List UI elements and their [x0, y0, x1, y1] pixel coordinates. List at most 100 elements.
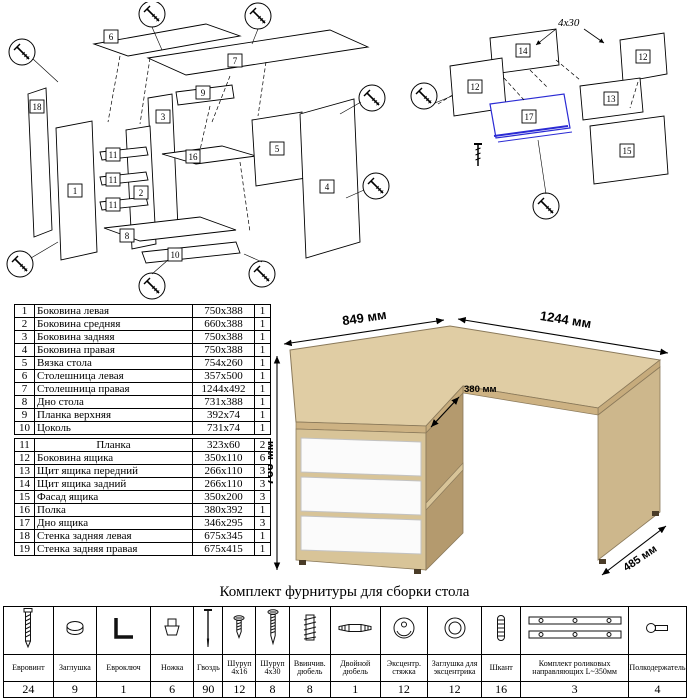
- screw-callout-icon: [248, 260, 276, 288]
- screw-callout-icon: [6, 250, 34, 278]
- part-size: 357x500: [192, 369, 255, 383]
- svg-text:16: 16: [189, 152, 199, 162]
- part-name: Боковина ящика: [34, 451, 193, 465]
- part-name: Дно стола: [34, 395, 193, 409]
- part-label: 18: [29, 99, 45, 114]
- part-num: 4: [14, 343, 35, 357]
- hardware-qty: 1: [96, 681, 151, 698]
- hardware-name: Шуруп 4х30: [255, 654, 290, 682]
- svg-text:14: 14: [519, 46, 529, 56]
- drawer-front-1: [300, 437, 422, 477]
- svg-text:6: 6: [109, 32, 114, 42]
- dimension-380: 380 мм: [430, 384, 497, 428]
- part-shape-right-side-4: [299, 98, 361, 259]
- part-name: Столешница левая: [34, 369, 193, 383]
- screw-large-icon: [267, 609, 278, 646]
- hardware-name: Эксцентр. стяжка: [379, 654, 429, 682]
- part-num: 18: [14, 529, 35, 543]
- svg-text:10: 10: [171, 250, 181, 260]
- hardware-qty: 90: [193, 681, 224, 698]
- part-label: 8: [119, 228, 135, 243]
- part-name: Планка верхняя: [34, 408, 193, 422]
- screw-callout-icon: [358, 84, 386, 112]
- hardware-qty: 1: [329, 681, 381, 698]
- part-num: 17: [14, 516, 35, 530]
- part-label: 17: [521, 109, 537, 124]
- part-name: Боковина правая: [34, 343, 193, 357]
- drawer-slides-icon: [528, 616, 622, 639]
- dimension-label: 1244 мм: [539, 308, 592, 331]
- svg-text:4: 4: [325, 182, 330, 192]
- svg-text:18: 18: [33, 102, 43, 112]
- right-side-panel: [597, 366, 661, 561]
- part-num: 14: [14, 477, 35, 491]
- hardware-qty: 16: [481, 681, 522, 698]
- hardware-icon-cell: [481, 606, 522, 655]
- drawer-front-3: [300, 515, 422, 555]
- part-size: 323x60: [192, 438, 255, 452]
- part-shape-back-left-18: [27, 87, 53, 238]
- hardware-icon-cell: [222, 606, 257, 655]
- screw-callout-icon: [138, 272, 166, 300]
- part-shape-top-left-6: [92, 23, 242, 57]
- hardware-name: Ввинчив. дюбель: [288, 654, 331, 682]
- svg-text:2: 2: [139, 188, 144, 198]
- hardware-name-row: Евровинт Заглушка Евроключ Ножка Гвоздь …: [3, 654, 688, 682]
- svg-text:11: 11: [109, 150, 118, 160]
- hardware-icon-cell: [379, 606, 429, 655]
- part-name: Стенка задняя правая: [34, 542, 193, 556]
- part-label: 12: [635, 49, 651, 64]
- svg-text:1: 1: [73, 186, 78, 196]
- part-size: 660x388: [192, 317, 255, 331]
- part-num: 16: [14, 503, 35, 517]
- hardware-qty: 24: [3, 681, 54, 698]
- part-label: 3: [155, 109, 171, 124]
- part-label: 7: [227, 53, 243, 68]
- part-label: 9: [195, 85, 211, 100]
- hardware-qty: 4: [627, 681, 688, 698]
- part-size: 754x260: [192, 356, 255, 370]
- hardware-icon-cell: [193, 606, 224, 655]
- shelf-pin-icon: [646, 623, 669, 633]
- part-qty: 1: [254, 542, 271, 556]
- part-num: 5: [14, 356, 35, 370]
- hardware-name: Евровинт: [3, 654, 54, 682]
- dimension-label: 380 мм: [464, 384, 497, 395]
- svg-text:12: 12: [639, 52, 648, 62]
- hardware-table: Евровинт Заглушка Евроключ Ножка Гвоздь …: [3, 606, 688, 698]
- dimension-label: 766 мм: [268, 441, 276, 486]
- part-size: 266x110: [192, 464, 255, 478]
- hardware-qty: 8: [255, 681, 290, 698]
- part-name: Боковина левая: [34, 304, 193, 318]
- part-name: Полка: [34, 503, 193, 517]
- hardware-name: Шкант: [481, 654, 522, 682]
- hardware-qty-row: 24 9 1 6 90 12 8 8 1 12 12 16 3 4: [3, 681, 688, 698]
- part-num: 15: [14, 490, 35, 504]
- part-name: Боковина задняя: [34, 330, 193, 344]
- screw-callout-icon: [532, 192, 560, 220]
- hardware-name: Двойной дюбель: [329, 654, 381, 682]
- part-size: 731x388: [192, 395, 255, 409]
- hardware-name: Шуруп 4х16: [222, 654, 257, 682]
- screw-icon: [474, 143, 482, 166]
- assembly-guide-lines: [437, 59, 639, 109]
- part-num: 10: [14, 421, 35, 435]
- part-label: 5: [269, 141, 285, 156]
- part-label: 6: [103, 29, 119, 44]
- foot-icon: [164, 618, 180, 636]
- euro-screw-icon: [23, 608, 33, 649]
- part-size: 750x388: [192, 304, 255, 318]
- part-label: 16: [185, 149, 201, 164]
- part-num: 19: [14, 542, 35, 556]
- part-size: 346x295: [192, 516, 255, 530]
- part-shape-top-right-7: [146, 29, 370, 76]
- hardware-icon-row: [3, 606, 688, 655]
